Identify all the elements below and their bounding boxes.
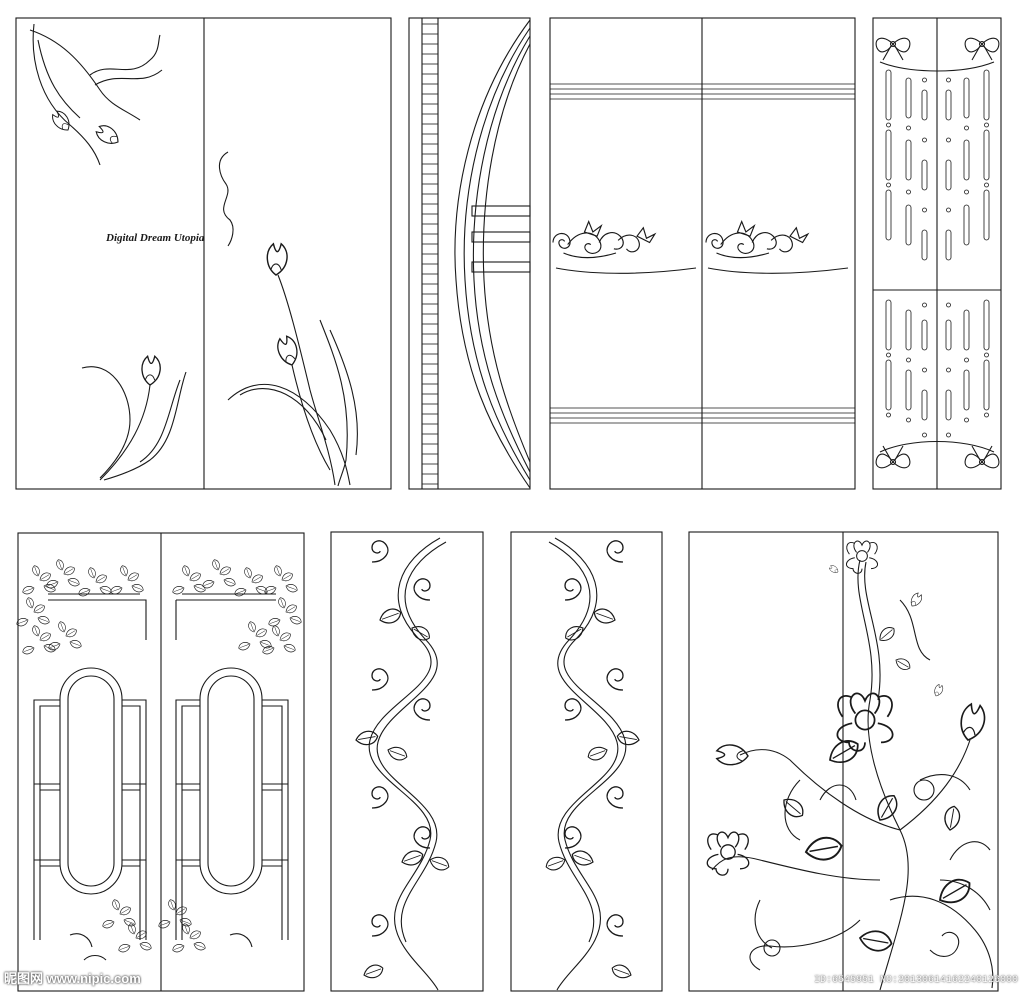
panel-tulip-door: Digital Dream Utopia (15, 17, 392, 490)
signature-text: Digital Dream Utopia (105, 232, 205, 244)
panel-peony-door (688, 531, 999, 992)
watermark-id: ID:6545951 NO:20130614162240126000 (813, 975, 1018, 986)
panel-arc-door (408, 17, 531, 490)
panel-bead-door (872, 17, 1002, 490)
panel-flourish-door (549, 17, 856, 490)
panel-vine-door-right (510, 531, 663, 992)
panel-frame-door (15, 532, 305, 992)
watermark-site: 昵图网 www.nipic.com (4, 971, 141, 986)
panel-vine-door-left (330, 531, 484, 992)
